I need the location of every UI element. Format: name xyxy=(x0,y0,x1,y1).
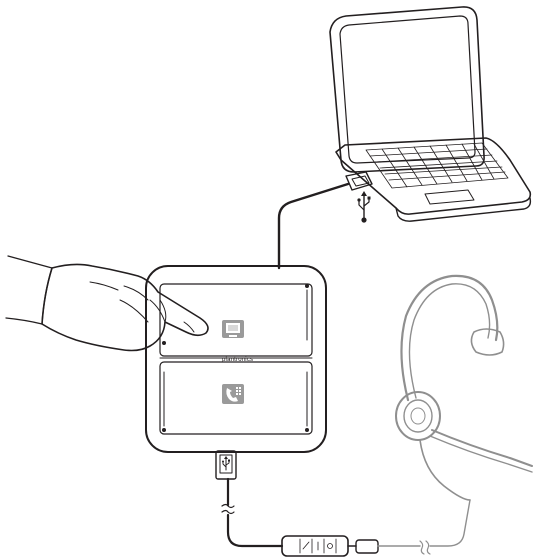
usb-icon xyxy=(357,191,371,223)
desk-phone-button[interactable] xyxy=(159,361,313,435)
pointing-hand-icon xyxy=(5,255,209,352)
computer-icon xyxy=(222,320,244,338)
usb-icon xyxy=(222,456,230,471)
laptop-icon xyxy=(329,6,532,222)
desk-phone-icon xyxy=(222,384,244,404)
computer-button[interactable] xyxy=(159,283,313,357)
headset-icon xyxy=(395,274,533,501)
usb-cable-laptop xyxy=(277,171,373,270)
usb-cable-headset xyxy=(215,450,471,557)
inline-controller[interactable] xyxy=(281,535,349,557)
brand-label: plantronics xyxy=(222,357,253,363)
